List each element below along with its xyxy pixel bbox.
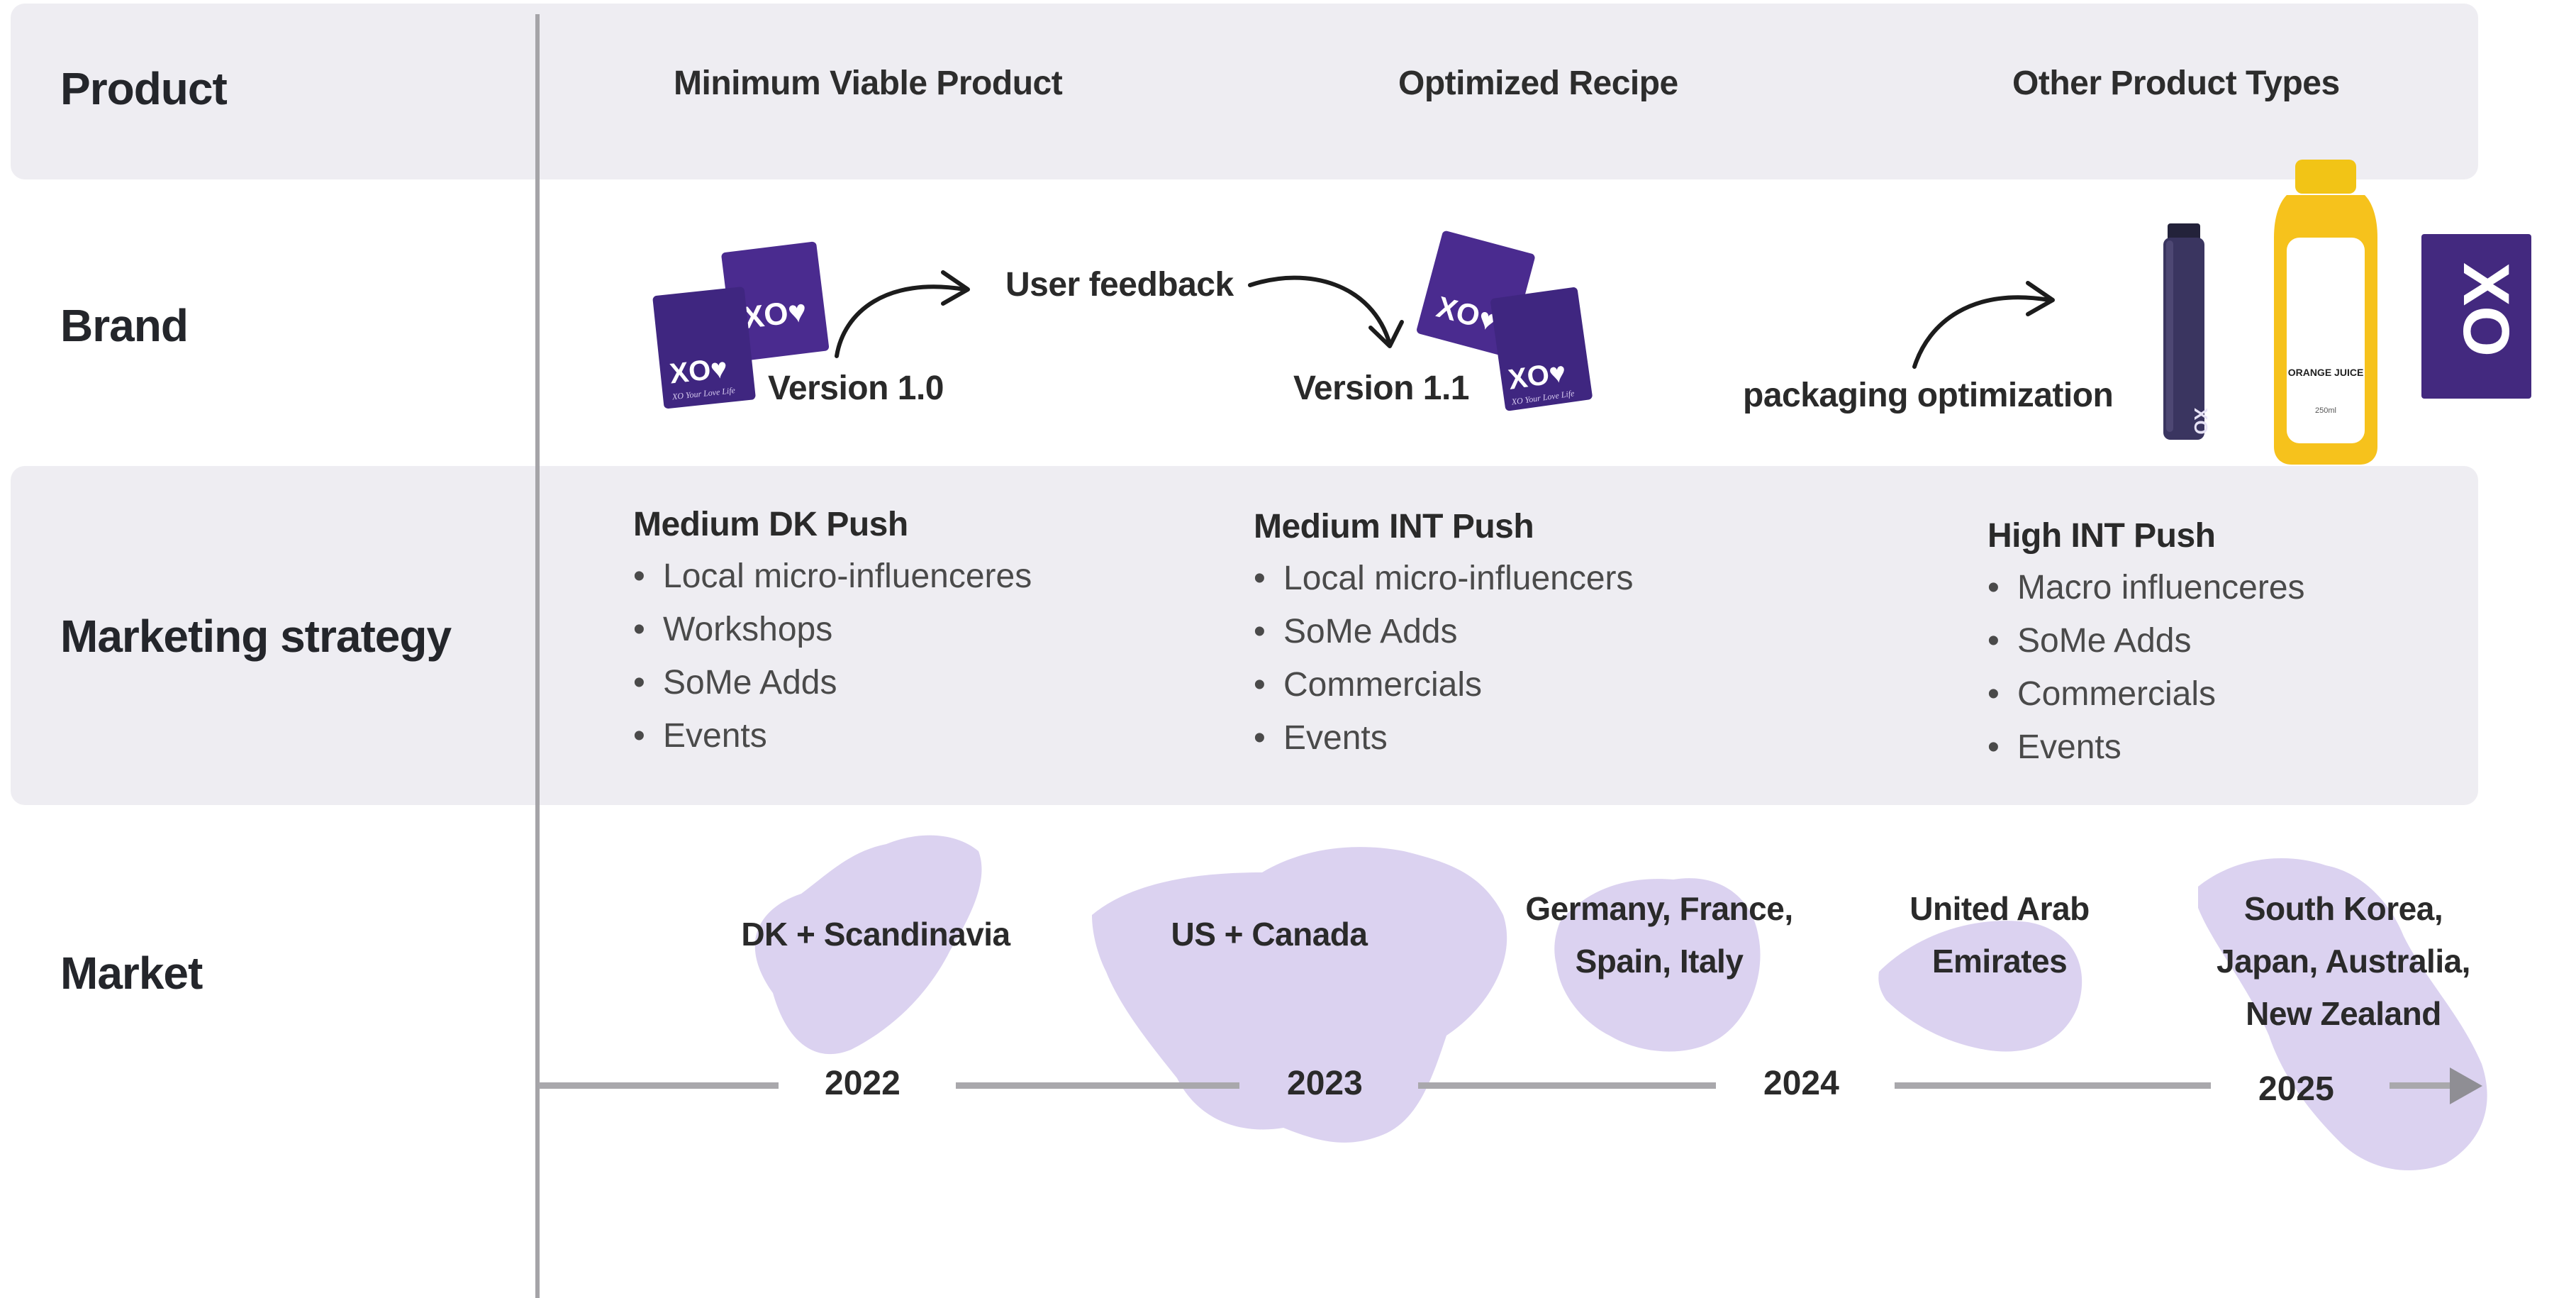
sachets-version-1-1: XO♥ XO♥ XO Your Love Life: [1417, 231, 1593, 411]
marketing-column-title: High INT Push: [1987, 517, 2216, 555]
product-band: [11, 4, 2478, 179]
row-label-market: Market: [60, 948, 203, 999]
product-stage-optimized-recipe: Optimized Recipe: [1398, 65, 1678, 102]
row-label-product: Product: [60, 63, 228, 114]
market-label-line: Germany, France,: [1525, 890, 1793, 927]
marketing-item: Events: [633, 709, 1032, 762]
marketing-item: Commercials: [1254, 658, 1634, 711]
sachets-version-1-0: XO♥ XO♥ XO Your Love Life: [652, 241, 830, 409]
sachet-logo-text: XO♥: [741, 294, 808, 336]
marketing-item: Commercials: [1987, 667, 2305, 721]
juice-bottle-image: ORANGE JUICE 250ml: [2274, 160, 2377, 465]
market-label-line: Japan, Australia,: [2217, 943, 2470, 980]
product-stage-mvp: Minimum Viable Product: [674, 65, 1063, 102]
purple-box-image: XO: [2421, 234, 2531, 399]
timeline-arrowhead-icon: [2450, 1067, 2482, 1104]
vial-logo-text: XO: [2190, 408, 2212, 435]
row-label-brand: Brand: [60, 300, 189, 351]
market-label-asia-pacific: South Korea, Japan, Australia, New Zeala…: [2205, 882, 2482, 1040]
version-1-0-label: Version 1.0: [768, 370, 944, 407]
timeline-segment: [539, 1082, 779, 1089]
timeline-year-2023: 2023: [1287, 1065, 1363, 1102]
marketing-item: SoMe Adds: [633, 656, 1032, 709]
shot-vial-image: XO: [2163, 223, 2212, 440]
marketing-column-3: High INT Push Macro influenceres SoMe Ad…: [1987, 516, 2305, 774]
curved-arrow-icon: [1248, 275, 1404, 348]
marketing-item: SoMe Adds: [1254, 605, 1634, 658]
packaging-optimization-label: packaging optimization: [1743, 377, 2114, 414]
marketing-column-2: Medium INT Push Local micro-influencers …: [1254, 507, 1634, 765]
marketing-item: Macro influenceres: [1987, 561, 2305, 614]
market-label-europe: Germany, France, Spain, Italy: [1503, 882, 1815, 987]
timeline-year-2024: 2024: [1763, 1065, 1839, 1102]
marketing-column-1: Medium DK Push Local micro-influenceres …: [633, 505, 1032, 762]
scandinavia-map-shape: [754, 835, 982, 1055]
marketing-item: SoMe Adds: [1987, 614, 2305, 667]
timeline-year-2025: 2025: [2258, 1070, 2334, 1108]
market-label-us-canada: US + Canada: [1171, 916, 1368, 953]
box-logo-text: XO: [2450, 262, 2522, 357]
timeline-segment: [1895, 1082, 2211, 1089]
market-label-line: Emirates: [1931, 943, 2068, 980]
marketing-column-title: Medium DK Push: [633, 506, 908, 543]
market-label-line: New Zealand: [2246, 995, 2441, 1032]
market-label-uae: United Arab Emirates: [1886, 882, 2113, 987]
marketing-column-title: Medium INT Push: [1254, 508, 1534, 545]
timeline-segment: [2390, 1082, 2460, 1089]
vertical-divider: [535, 14, 540, 1298]
marketing-item: Local micro-influencers: [1254, 552, 1634, 605]
curved-arrow-icon: [835, 270, 970, 358]
bottle-label-text: ORANGE JUICE: [2288, 367, 2364, 378]
user-feedback-label: User feedback: [1005, 266, 1234, 304]
market-label-line: United Arab: [1909, 890, 2090, 927]
marketing-item: Events: [1254, 711, 1634, 765]
product-stage-other-types: Other Product Types: [2012, 65, 2340, 102]
north-america-map-shape: [1092, 847, 1507, 1143]
uae-map-shape: [1878, 921, 2082, 1052]
market-label-line: Spain, Italy: [1575, 943, 1744, 980]
timeline-segment: [956, 1082, 1239, 1089]
bottle-volume-text: 250ml: [2315, 406, 2336, 415]
marketing-item: Events: [1987, 721, 2305, 774]
europe-map-shape: [1554, 878, 1761, 1052]
marketing-item: Local micro-influenceres: [633, 550, 1032, 603]
version-1-1-label: Version 1.1: [1293, 370, 1469, 407]
marketing-item: Workshops: [633, 603, 1032, 656]
timeline-year-2022: 2022: [825, 1065, 901, 1102]
row-label-marketing: Marketing strategy: [60, 611, 452, 662]
sachet-logo-text: XO♥: [668, 353, 729, 389]
curved-arrow-icon: [1912, 281, 2055, 369]
market-label-dk-scandinavia: DK + Scandinavia: [741, 916, 1010, 953]
asia-pacific-map-shape: [2198, 858, 2487, 1170]
market-label-line: South Korea,: [2243, 890, 2443, 927]
timeline-segment: [1418, 1082, 1716, 1089]
